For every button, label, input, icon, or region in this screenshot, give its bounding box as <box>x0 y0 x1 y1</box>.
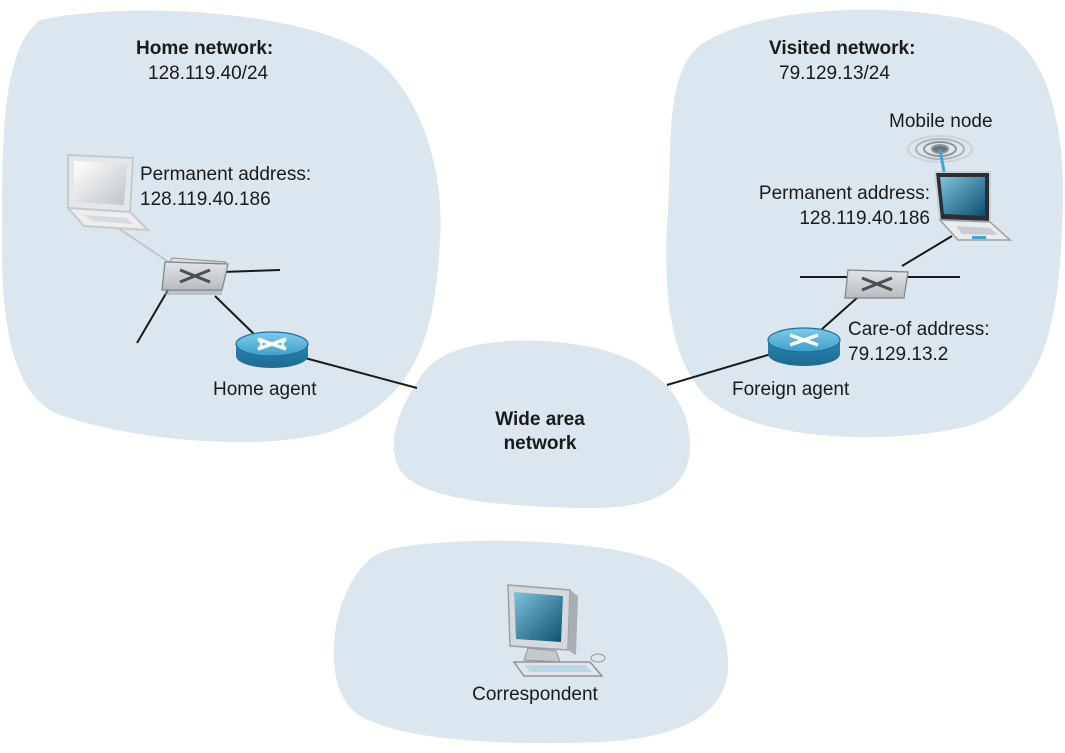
foreign-agent-label: Foreign agent <box>732 379 850 400</box>
home-network-cloud <box>1 10 441 443</box>
home-agent-router-icon <box>235 331 309 368</box>
home-network-subnet: 128.119.40/24 <box>148 63 269 84</box>
wan-label-line2: network <box>503 433 577 454</box>
home-permanent-address-label: Permanent address: <box>140 164 312 185</box>
visited-permanent-address-label: Permanent address: <box>758 183 930 204</box>
home-switch-link-left <box>136 289 169 344</box>
visited-permanent-address: 128.119.40.186 <box>799 208 930 229</box>
home-switch-icon <box>161 257 229 295</box>
visited-network-title: Visited network: <box>769 38 916 59</box>
care-of-address: 79.129.13.2 <box>848 344 949 365</box>
home-switch-link-right <box>221 269 281 273</box>
wan-label-line1: Wide area <box>495 409 585 430</box>
mobile-node-label: Mobile node <box>889 111 993 132</box>
home-permanent-address: 128.119.40.186 <box>140 189 271 210</box>
visited-switch-icon <box>844 269 909 299</box>
visited-network-subnet: 79.129.13/24 <box>779 63 890 84</box>
mobile-node-link <box>901 235 953 267</box>
correspondent-computer-icon <box>507 584 606 677</box>
wan-cloud <box>393 340 690 509</box>
foreign-agent-wan-link <box>666 351 779 386</box>
foreign-agent-router-icon <box>767 327 841 366</box>
home-network-title: Home network: <box>136 38 274 59</box>
correspondent-label: Correspondent <box>472 684 598 705</box>
home-laptop-icon <box>65 153 151 232</box>
visited-network-cloud <box>666 9 1064 438</box>
home-switch-router-link <box>214 295 259 339</box>
home-agent-wan-link <box>304 357 418 389</box>
mobile-node-laptop-icon <box>933 171 1012 241</box>
care-of-address-label: Care-of address: <box>848 319 990 340</box>
wireless-signal-icon <box>907 135 973 173</box>
home-agent-label: Home agent <box>213 379 317 400</box>
